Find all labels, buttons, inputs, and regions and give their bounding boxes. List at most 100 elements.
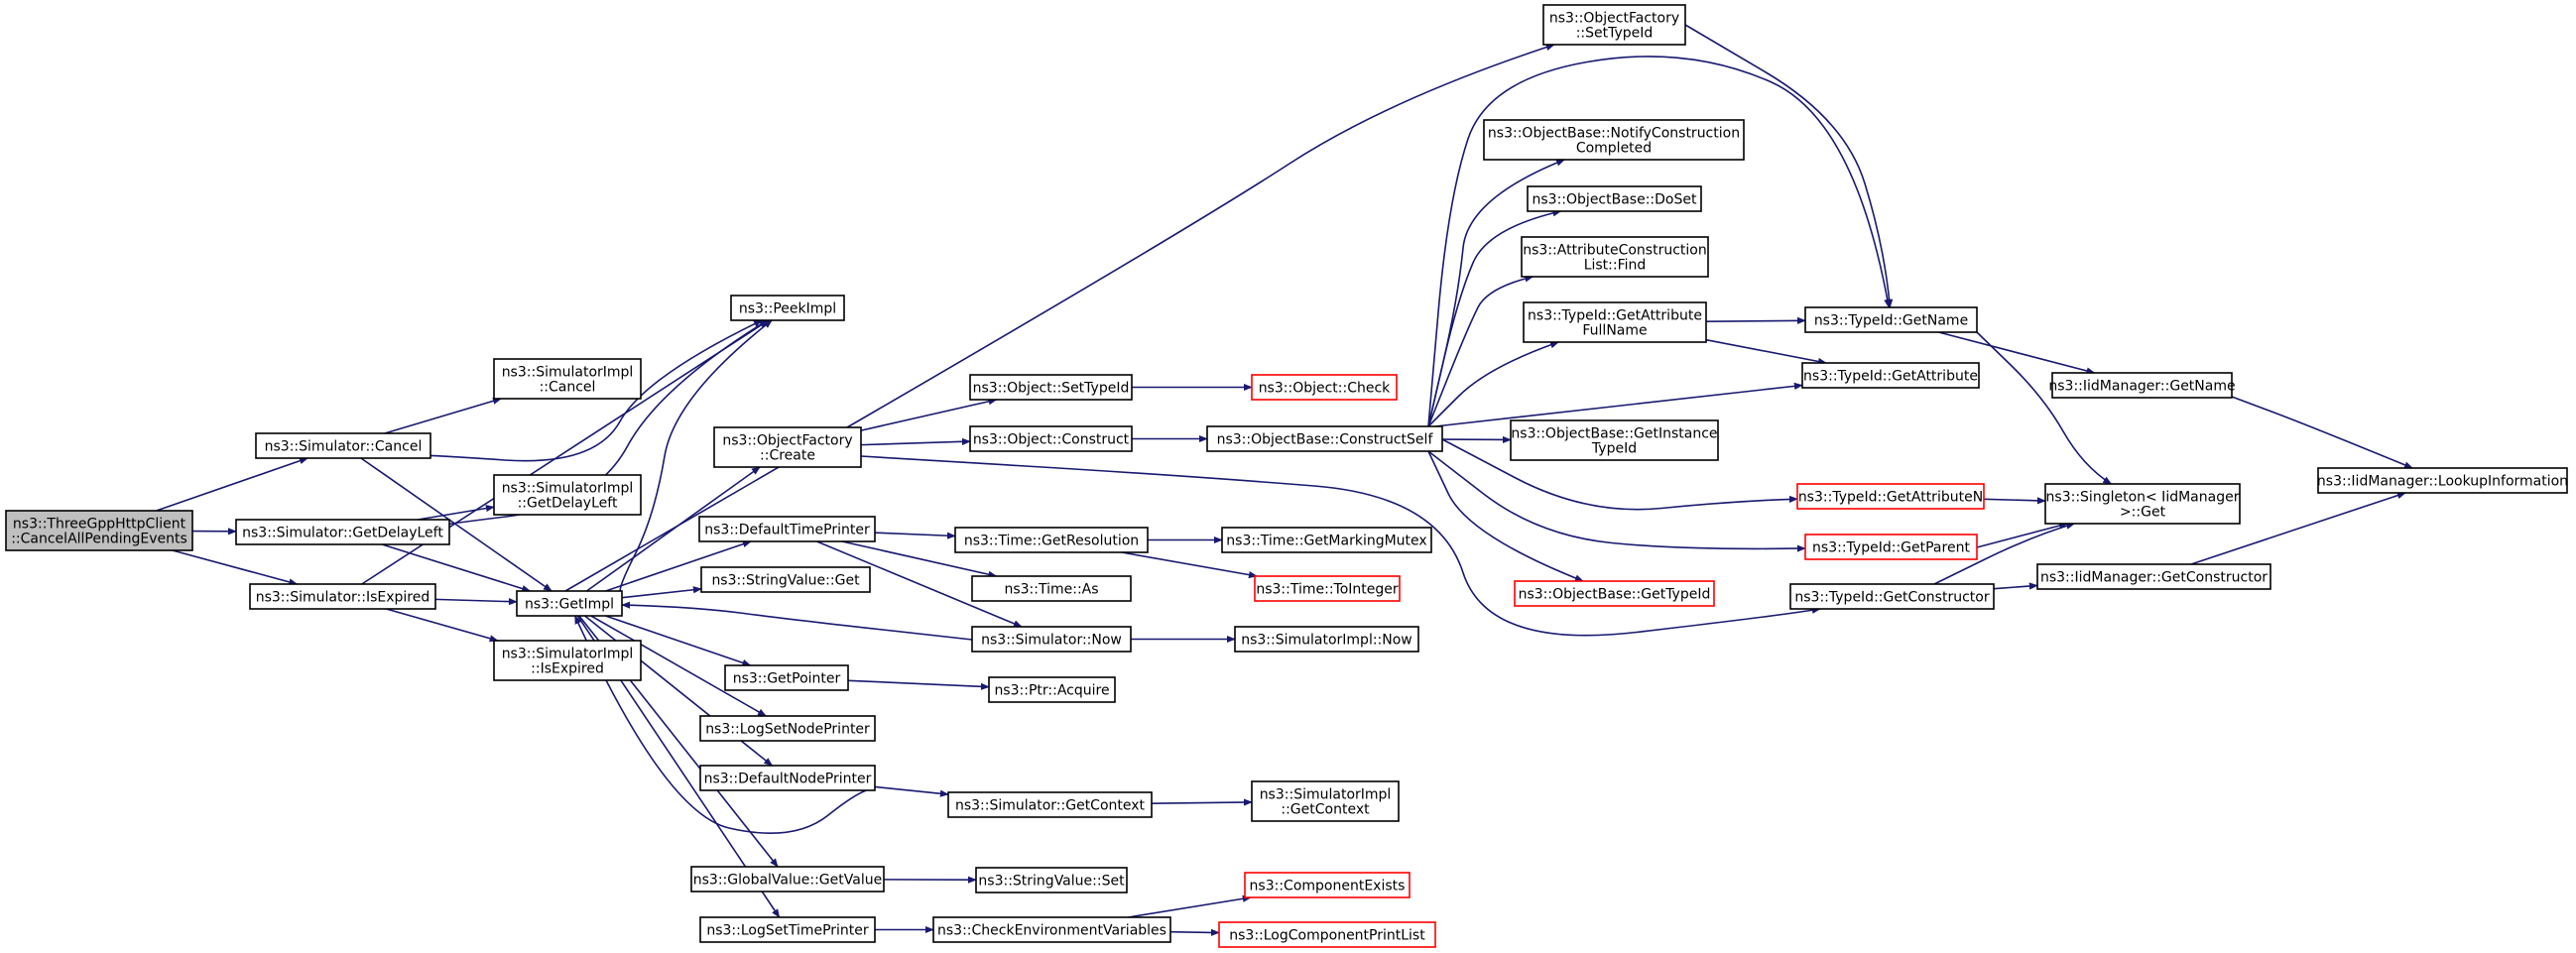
node-getimpl[interactable]: ns3::GetImpl xyxy=(516,590,623,617)
node-label: ns3::Simulator::GetDelayLeft xyxy=(242,526,443,541)
node-box xyxy=(975,867,1128,893)
edge-line xyxy=(847,679,990,690)
node-compexists[interactable]: ns3::ComponentExists xyxy=(1244,872,1411,898)
node-obdoset[interactable]: ns3::ObjectBase::DoSet xyxy=(1527,185,1702,212)
node-timegetmutex[interactable]: ns3::Time::GetMarkingMutex xyxy=(1221,527,1432,553)
node-label: ns3::PeekImpl xyxy=(739,301,836,317)
node-checkenv[interactable]: ns3::CheckEnvironmentVariables xyxy=(932,916,1171,943)
edge-line xyxy=(605,540,752,592)
edge-obconstructself-to-obgettypeid xyxy=(1427,450,1584,582)
edge-obconstructself-to-acfind xyxy=(1427,275,1534,427)
edge-obconstructself-to-tidgetattrn xyxy=(1441,438,1798,511)
node-logsettimeprinter[interactable]: ns3::LogSetTimePrinter xyxy=(699,916,876,943)
edge-obconstructself-to-tidgetparent xyxy=(1427,450,1806,552)
edge-line xyxy=(384,397,502,434)
node-ptracquire[interactable]: ns3::Ptr::Acquire xyxy=(988,676,1116,703)
edge-tidgetattrfull-to-tidgetname xyxy=(1705,316,1806,324)
edge-checkenv-to-compexists xyxy=(1128,894,1252,918)
node-label: ns3::Simulator::Now xyxy=(981,633,1122,649)
node-singletonget[interactable]: ns3::Singleton< IidManager>::Get xyxy=(2044,483,2241,525)
edge-line xyxy=(816,540,1023,628)
node-peekimpl[interactable]: ns3::PeekImpl xyxy=(730,295,845,321)
node-getpointer[interactable]: ns3::GetPointer xyxy=(724,664,849,691)
edge-line xyxy=(386,608,499,643)
edge-line xyxy=(417,505,495,521)
node-box xyxy=(235,519,450,545)
node-objcheck[interactable]: ns3::Object::Check xyxy=(1251,374,1398,401)
node-implisexpired[interactable]: ns3::SimulatorImpl::IsExpired xyxy=(493,640,642,681)
node-logsetnodeprinter[interactable]: ns3::LogSetNodePrinter xyxy=(699,715,876,742)
edge-simisexpired-to-implisexpired xyxy=(386,608,499,643)
node-tidgetname[interactable]: ns3::TypeId::GetName xyxy=(1804,306,1978,333)
edge-getimpl-to-ofsettypeid xyxy=(564,44,1555,592)
node-label: ns3::DefaultNodePrinter xyxy=(704,772,872,787)
node-iidgetconstructor[interactable]: ns3::IidManager::GetConstructor xyxy=(2036,563,2271,590)
edge-root-to-simcancel xyxy=(156,457,308,512)
node-box xyxy=(1542,4,1686,46)
node-simgetcontext[interactable]: ns3::Simulator::GetContext xyxy=(947,791,1153,818)
node-implgetcontext[interactable]: ns3::SimulatorImpl::GetContext xyxy=(1251,780,1400,822)
node-label: ns3::SimulatorImpl xyxy=(502,481,634,497)
node-tidgetattrn[interactable]: ns3::TypeId::GetAttributeN xyxy=(1796,483,1985,510)
node-stringvalueset[interactable]: ns3::StringValue::Set xyxy=(975,867,1128,893)
edge-line xyxy=(1434,382,1803,427)
node-simisexpired[interactable]: ns3::Simulator::IsExpired xyxy=(249,583,436,610)
node-box xyxy=(516,590,623,617)
node-simnow[interactable]: ns3::Simulator::Now xyxy=(971,626,1132,653)
node-implgetdelayleft[interactable]: ns3::SimulatorImpl::GetDelayLeft xyxy=(493,474,642,516)
node-tidgetconstructor[interactable]: ns3::TypeId::GetConstructor xyxy=(1789,583,1995,610)
node-defnodeprinter[interactable]: ns3::DefaultNodePrinter xyxy=(699,765,876,791)
edge-simcancel-to-implcancel xyxy=(384,397,502,434)
edge-line xyxy=(2190,492,2406,565)
node-simgetdelayleft[interactable]: ns3::Simulator::GetDelayLeft xyxy=(235,519,450,545)
node-objsettypeid[interactable]: ns3::Object::SetTypeId xyxy=(969,374,1133,401)
node-box xyxy=(971,626,1132,653)
node-objconstruct[interactable]: ns3::Object::Construct xyxy=(969,425,1133,452)
node-implcancel[interactable]: ns3::SimulatorImpl::Cancel xyxy=(493,358,642,400)
node-logcompprint[interactable]: ns3::LogComponentPrintList xyxy=(1218,921,1436,948)
node-obconstructself[interactable]: ns3::ObjectBase::ConstructSelf xyxy=(1206,425,1443,452)
node-root[interactable]: ns3::ThreeGppHttpClient::CancelAllPendin… xyxy=(5,510,193,551)
node-ofcreate[interactable]: ns3::ObjectFactory::Create xyxy=(713,426,862,468)
edge-tidgetattrfull-to-tidgetattr xyxy=(1705,338,1827,366)
node-tidgetattr[interactable]: ns3::TypeId::GetAttribute xyxy=(1801,362,1980,389)
node-label: ::CancelAllPendingEvents xyxy=(11,532,187,547)
edge-line xyxy=(1427,209,1562,427)
node-box xyxy=(2317,467,2568,494)
edge-line xyxy=(2231,396,2413,469)
node-box xyxy=(969,425,1133,452)
node-box xyxy=(1796,483,1985,510)
node-label: ns3::GlobalValue::GetValue xyxy=(693,873,882,889)
node-simcancel[interactable]: ns3::Simulator::Cancel xyxy=(255,432,431,459)
node-timeas[interactable]: ns3::Time::As xyxy=(971,575,1132,602)
node-label: ns3::ObjectBase::DoSet xyxy=(1533,192,1697,208)
edge-simisexpired-to-getimpl xyxy=(434,598,518,606)
node-tidgetparent[interactable]: ns3::TypeId::GetParent xyxy=(1804,534,1978,560)
node-label: ns3::IidManager::GetConstructor xyxy=(2040,570,2268,586)
node-label: ::Create xyxy=(760,448,815,464)
node-box xyxy=(699,715,876,742)
node-gvgetvalue[interactable]: ns3::GlobalValue::GetValue xyxy=(690,866,885,893)
node-implnow[interactable]: ns3::SimulatorImpl::Now xyxy=(1234,626,1419,653)
node-label: ns3::ThreeGppHttpClient xyxy=(13,517,186,533)
node-iidlookup[interactable]: ns3::IidManager::LookupInformation xyxy=(2317,467,2568,494)
edge-iidgetconstructor-to-iidlookup xyxy=(2190,492,2406,565)
node-stringvalueget[interactable]: ns3::StringValue::Get xyxy=(700,566,871,593)
node-ofsettypeid[interactable]: ns3::ObjectFactory::SetTypeId xyxy=(1542,4,1686,46)
node-label: ::IsExpired xyxy=(531,661,604,677)
edge-deftimeprinter-to-timeas xyxy=(841,540,998,578)
node-timegetres[interactable]: ns3::Time::GetResolution xyxy=(954,527,1149,553)
node-label: ns3::StringValue::Set xyxy=(978,874,1125,890)
node-label: ns3::IidManager::GetName xyxy=(2048,379,2235,395)
node-obgettypeid[interactable]: ns3::ObjectBase::GetTypeId xyxy=(1514,580,1715,607)
node-timetointeger[interactable]: ns3::Time::ToInteger xyxy=(1254,575,1401,602)
node-obnotify[interactable]: ns3::ObjectBase::NotifyConstructionCompl… xyxy=(1483,119,1745,161)
node-iidgetname[interactable]: ns3::IidManager::GetName xyxy=(2048,372,2236,399)
edge-checkenv-to-logcompprint xyxy=(1169,928,1220,936)
edge-tidgetname-to-singletonget xyxy=(1976,331,2113,485)
node-box xyxy=(698,516,876,542)
node-deftimeprinter[interactable]: ns3::DefaultTimePrinter xyxy=(698,516,876,542)
